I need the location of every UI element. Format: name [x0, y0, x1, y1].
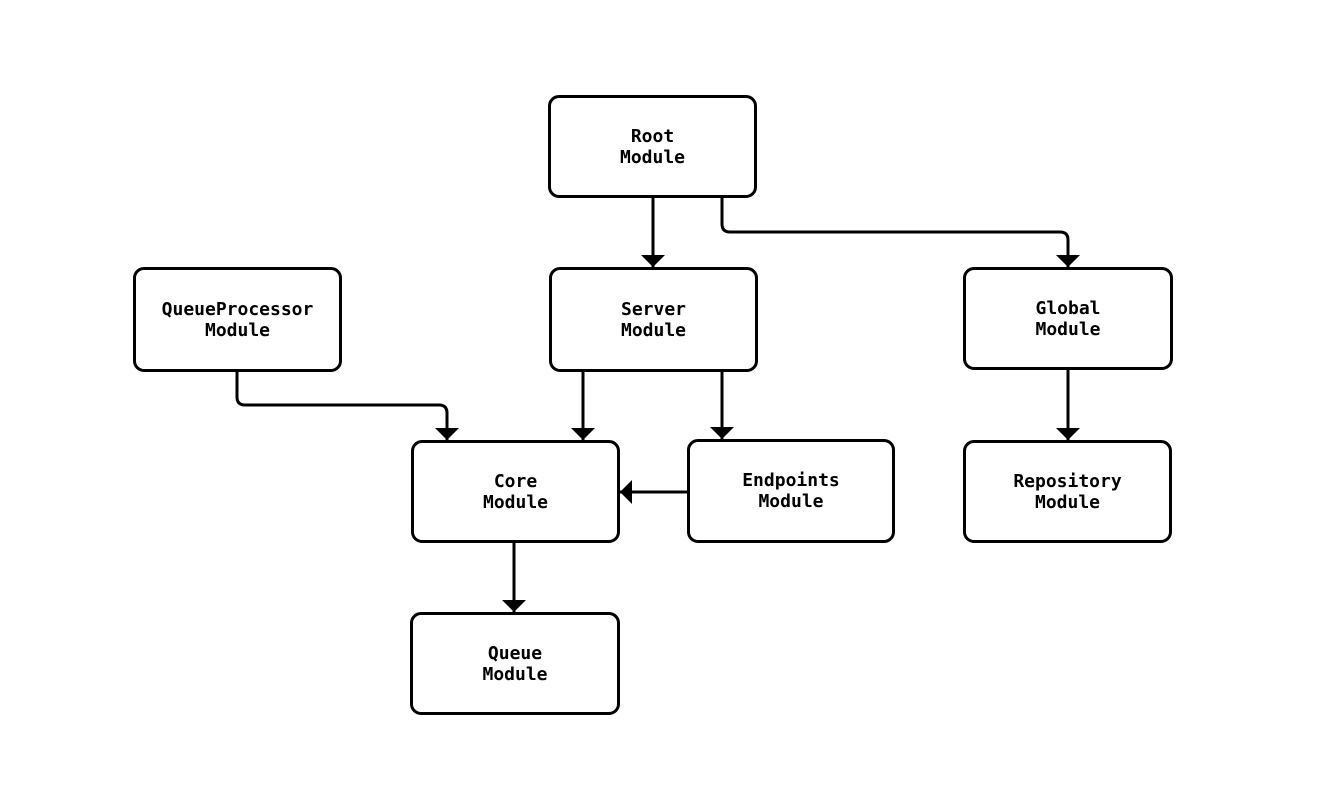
node-queue-module: Queue Module [410, 612, 620, 715]
node-queueprocessor-module: QueueProcessor Module [133, 267, 342, 372]
node-label-queueprocessor-module: QueueProcessor Module [161, 298, 314, 341]
node-endpoints-module: Endpoints Module [687, 439, 895, 543]
node-label-global-module: Global Module [1035, 297, 1101, 340]
node-repository-module: Repository Module [963, 440, 1172, 543]
node-core-module: Core Module [411, 440, 620, 543]
node-global-module: Global Module [963, 267, 1173, 370]
node-label-queue-module: Queue Module [482, 642, 548, 685]
node-label-core-module: Core Module [482, 470, 549, 513]
node-label-endpoints-module: Endpoints Module [742, 470, 840, 512]
node-label-server-module: Server Module [620, 298, 687, 341]
edge-root-to-global [720, 198, 1080, 267]
node-label-repository-module: Repository Module [1013, 470, 1122, 513]
edge-queueprocessor-to-core [235, 372, 459, 440]
node-server-module: Server Module [549, 267, 758, 372]
node-root-module: Root Module [548, 95, 757, 198]
node-label-root-module: Root Module [619, 125, 686, 168]
